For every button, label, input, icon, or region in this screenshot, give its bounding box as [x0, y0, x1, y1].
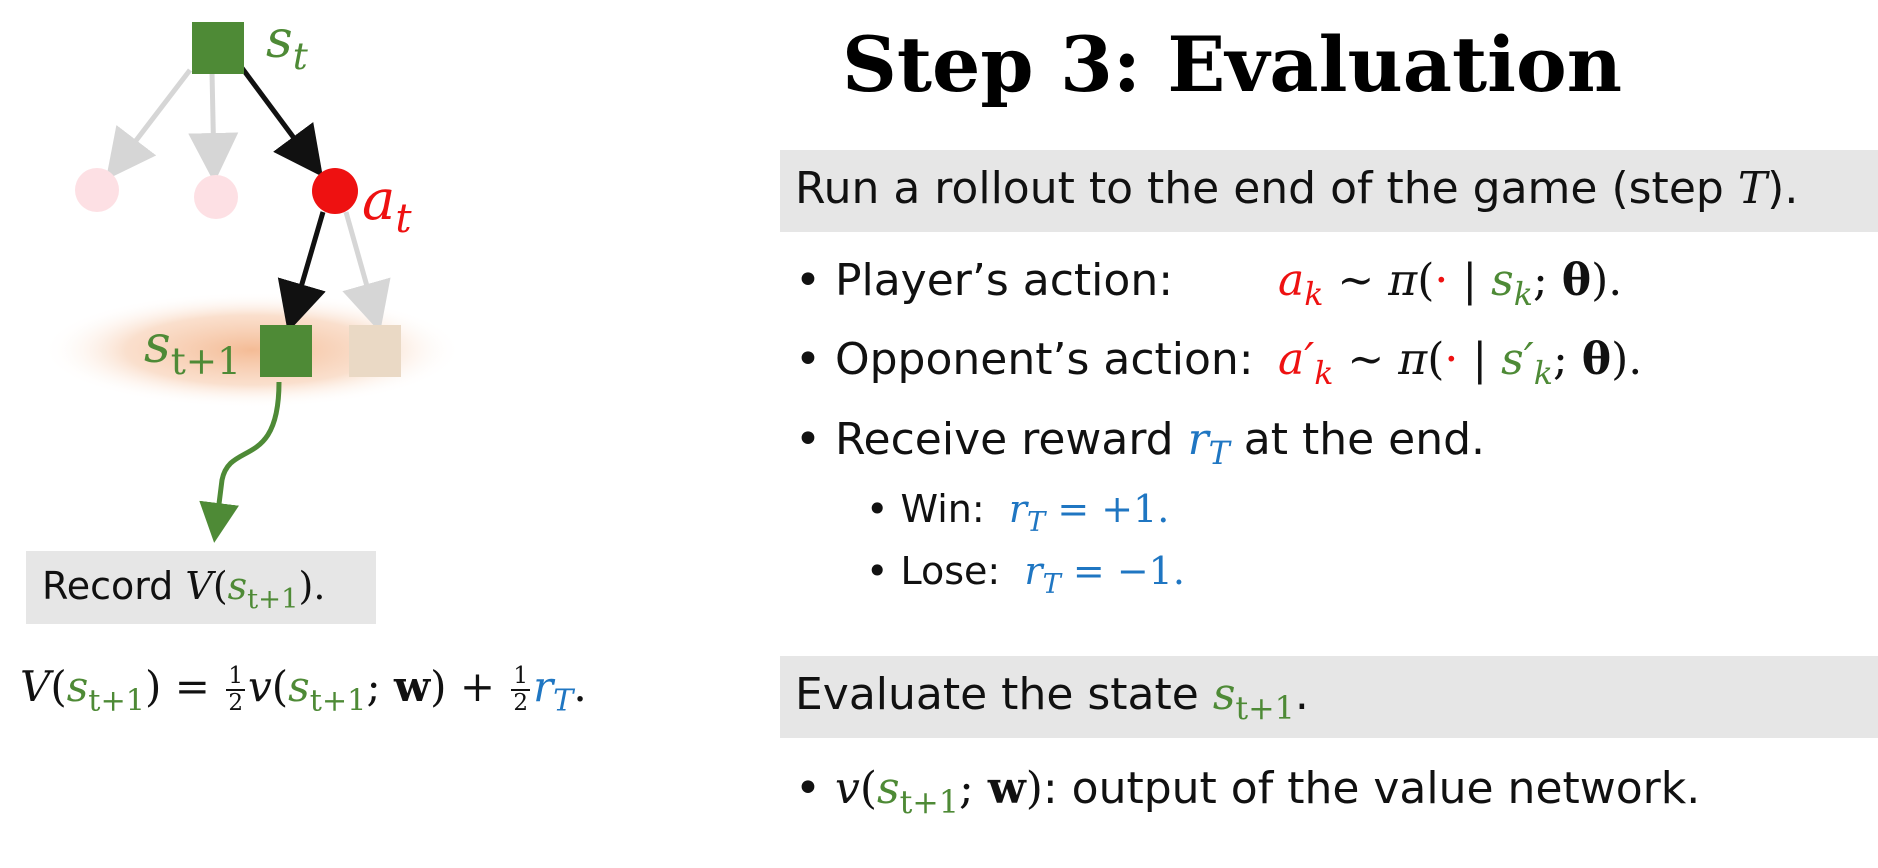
player-action-formula: ak ∼ π(· | sk; θ). — [1278, 255, 1623, 314]
evaluate-band — [780, 656, 1878, 738]
rollout-band — [780, 150, 1878, 232]
record-box — [26, 551, 376, 624]
faded-action-node-1 — [75, 168, 119, 212]
edge-root-to-action — [239, 66, 323, 178]
evaluate-heading: Evaluate the state st+1. — [795, 669, 1309, 728]
action-node — [312, 168, 358, 214]
record-label: Record V(st+1). — [42, 564, 326, 615]
rollout-heading: Run a rollout to the end of the game (st… — [795, 163, 1799, 214]
edge-action-to-faded-state — [342, 211, 391, 333]
edge-root-to-faded-action-1 — [105, 68, 192, 180]
search-tree-diagram — [42, 22, 462, 543]
state-node-root — [192, 22, 244, 74]
label-state-next: st+1 — [144, 315, 241, 383]
edge-root-to-faded-action-2 — [188, 71, 239, 183]
label-state-root: st — [266, 10, 308, 78]
page-title: Step 3: Evaluation — [842, 20, 1622, 109]
state-node-next — [260, 325, 312, 377]
bullet-value-network: • v(st+1; w): output of the value networ… — [795, 763, 1701, 822]
edge-action-to-next-state — [277, 211, 326, 333]
evaluation-arrow — [199, 381, 282, 543]
faded-state-node — [349, 325, 401, 377]
bullet-receive-reward: • Receive reward rT at the end. — [795, 414, 1486, 473]
label-action: at — [362, 168, 412, 242]
faded-action-node-2 — [194, 175, 238, 219]
sub-bullet-win: • Win: rT = +1. — [866, 487, 1170, 538]
bullet-opponent-action: • Opponent’s action: — [795, 334, 1254, 385]
sub-bullet-lose: • Lose: rT = −1. — [866, 549, 1185, 600]
opponent-action-formula: a′k ∼ π(· | s′k; θ). — [1278, 334, 1643, 393]
bullet-player-action: • Player’s action: — [795, 255, 1174, 306]
